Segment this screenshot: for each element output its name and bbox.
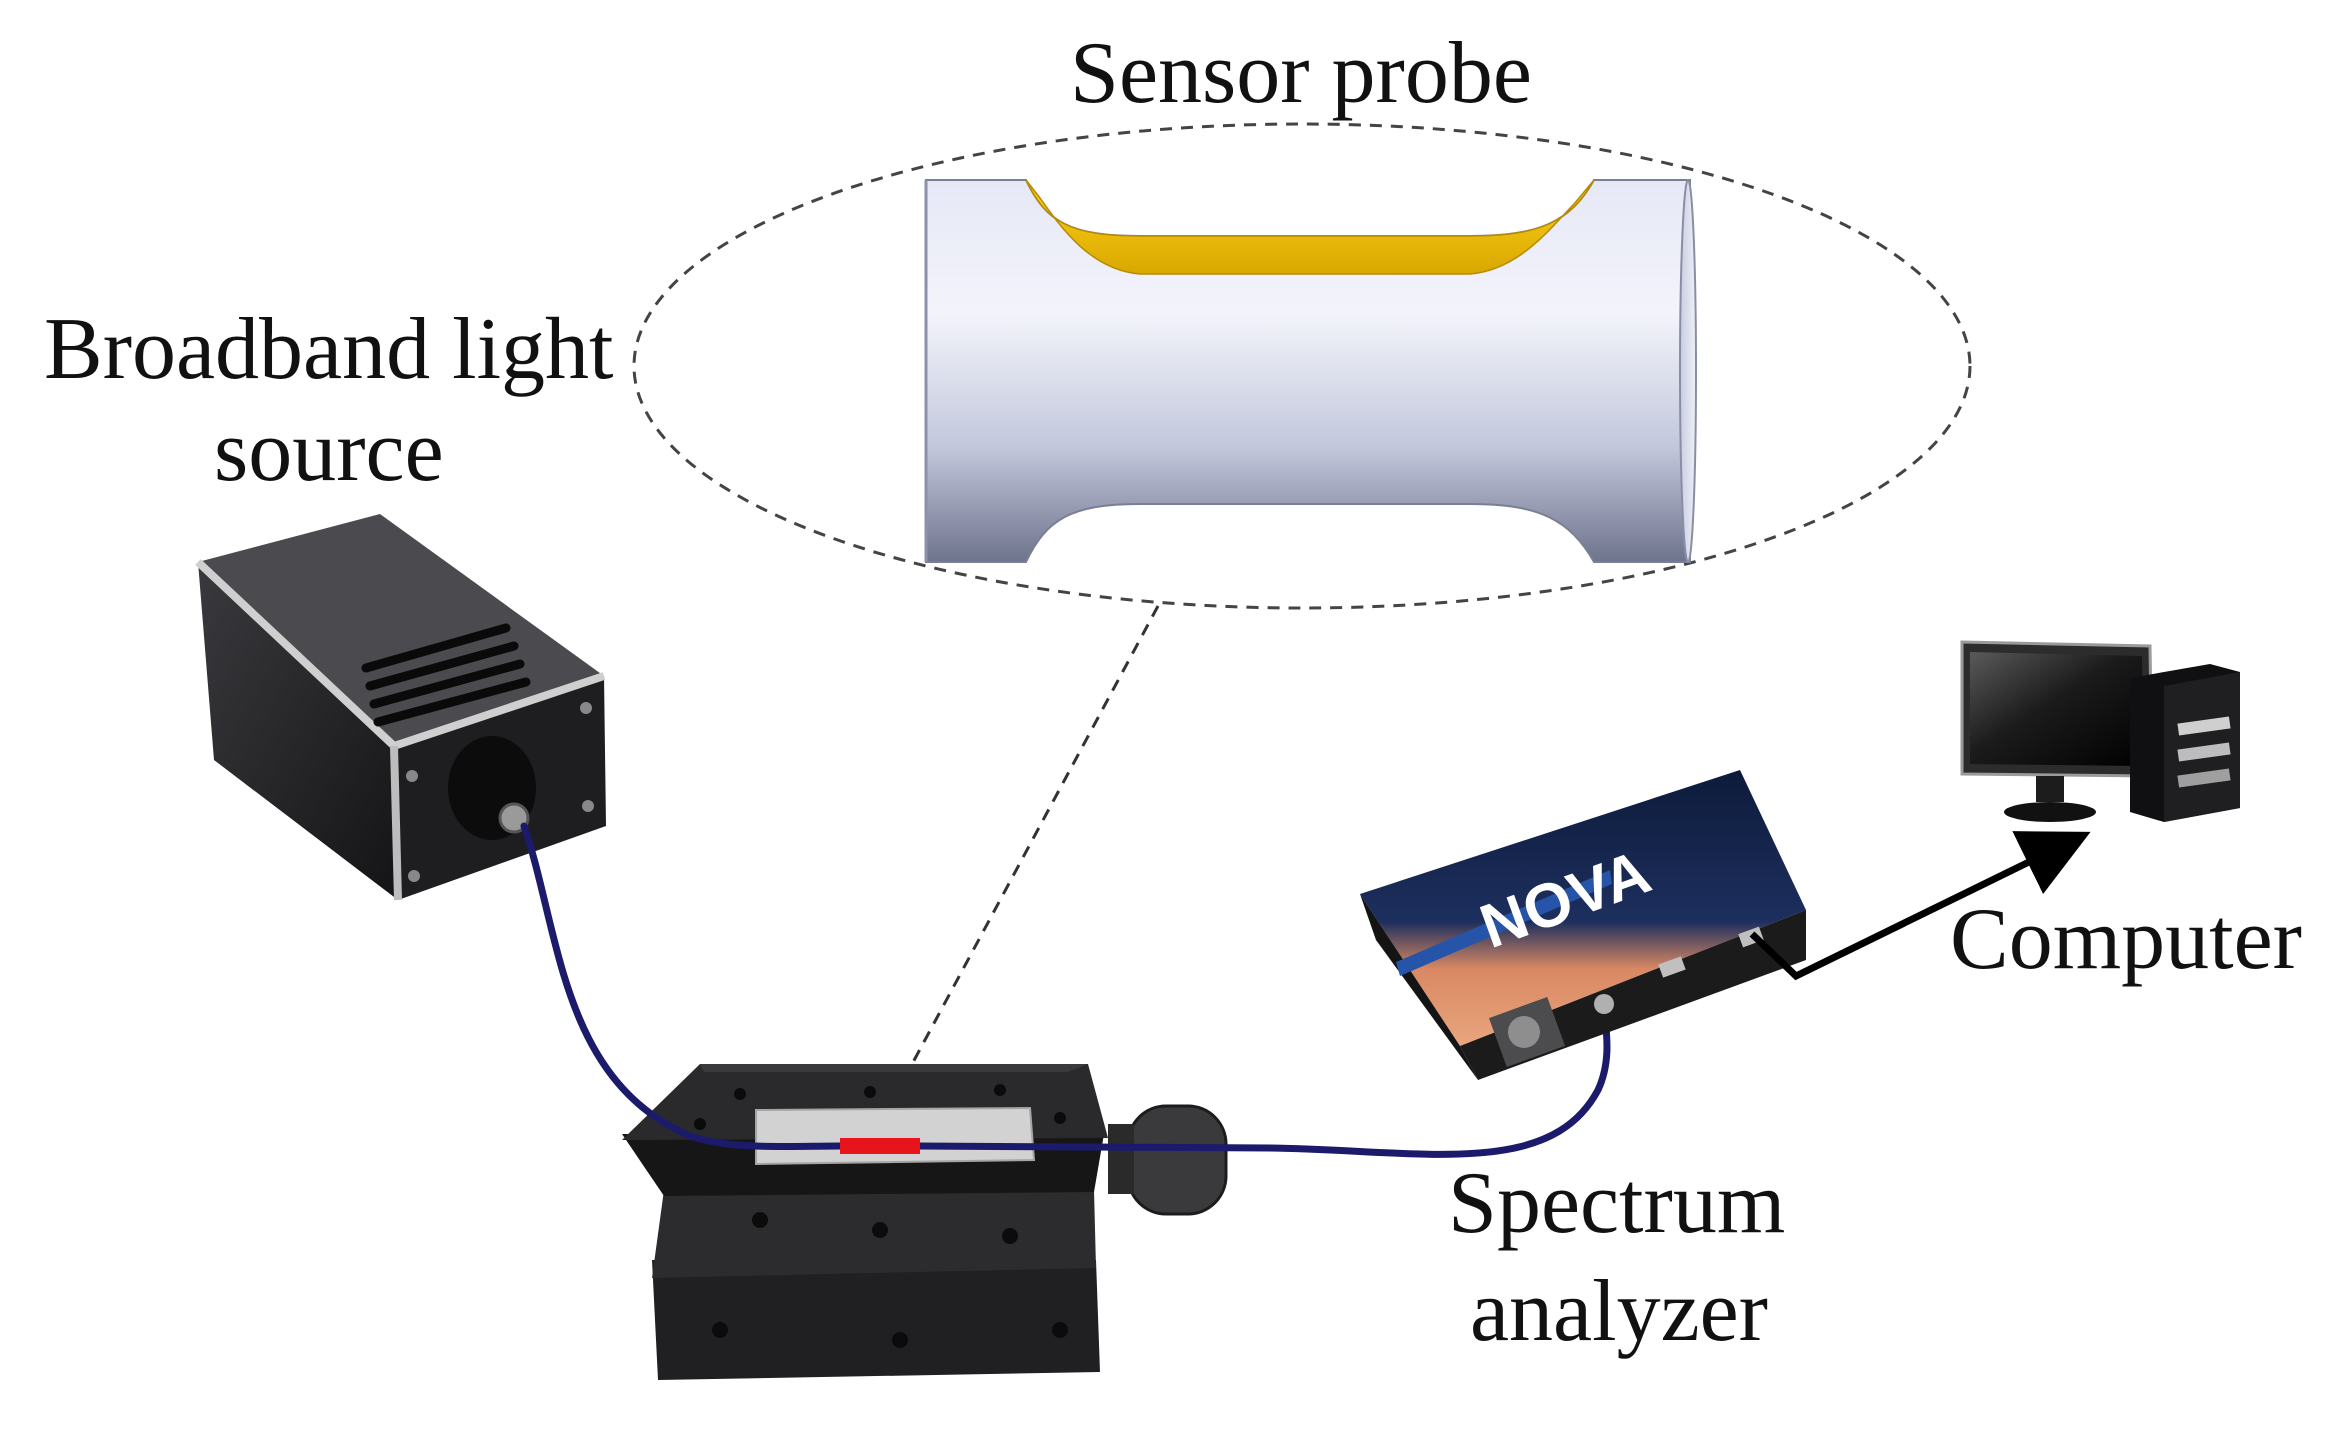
usb-cable: [1749, 831, 2091, 981]
glass-slide: [755, 1106, 1036, 1166]
sensor-probe-illustration: [924, 179, 1697, 563]
computer-label: Computer: [1950, 891, 2302, 988]
computer-device: [1960, 640, 2240, 822]
light-source-device: [195, 514, 606, 901]
sensing-region: [840, 1138, 920, 1154]
output-fiber: [914, 1002, 1611, 1158]
light-source-label-line1: Broadband light: [44, 301, 614, 398]
spectrum-analyzer-device: NOVA: [1360, 770, 1806, 1080]
sensor-probe-label: Sensor probe: [1070, 25, 1532, 122]
adjustment-knob: [1126, 1104, 1228, 1216]
zoom-ellipse: [632, 122, 1972, 610]
vent-slots-icon: [361, 623, 531, 727]
input-fiber: [520, 822, 844, 1151]
gold-film: [1025, 179, 1595, 275]
light-source-label-line2: source: [214, 403, 444, 500]
probe-end-cap: [1679, 179, 1697, 563]
spectrum-analyzer-label-line1: Spectrum: [1448, 1155, 1786, 1252]
spectrum-analyzer-label-line2: analyzer: [1470, 1263, 1768, 1360]
translation-stage: [622, 1064, 1228, 1380]
zoom-pointer-line: [880, 605, 1160, 1121]
